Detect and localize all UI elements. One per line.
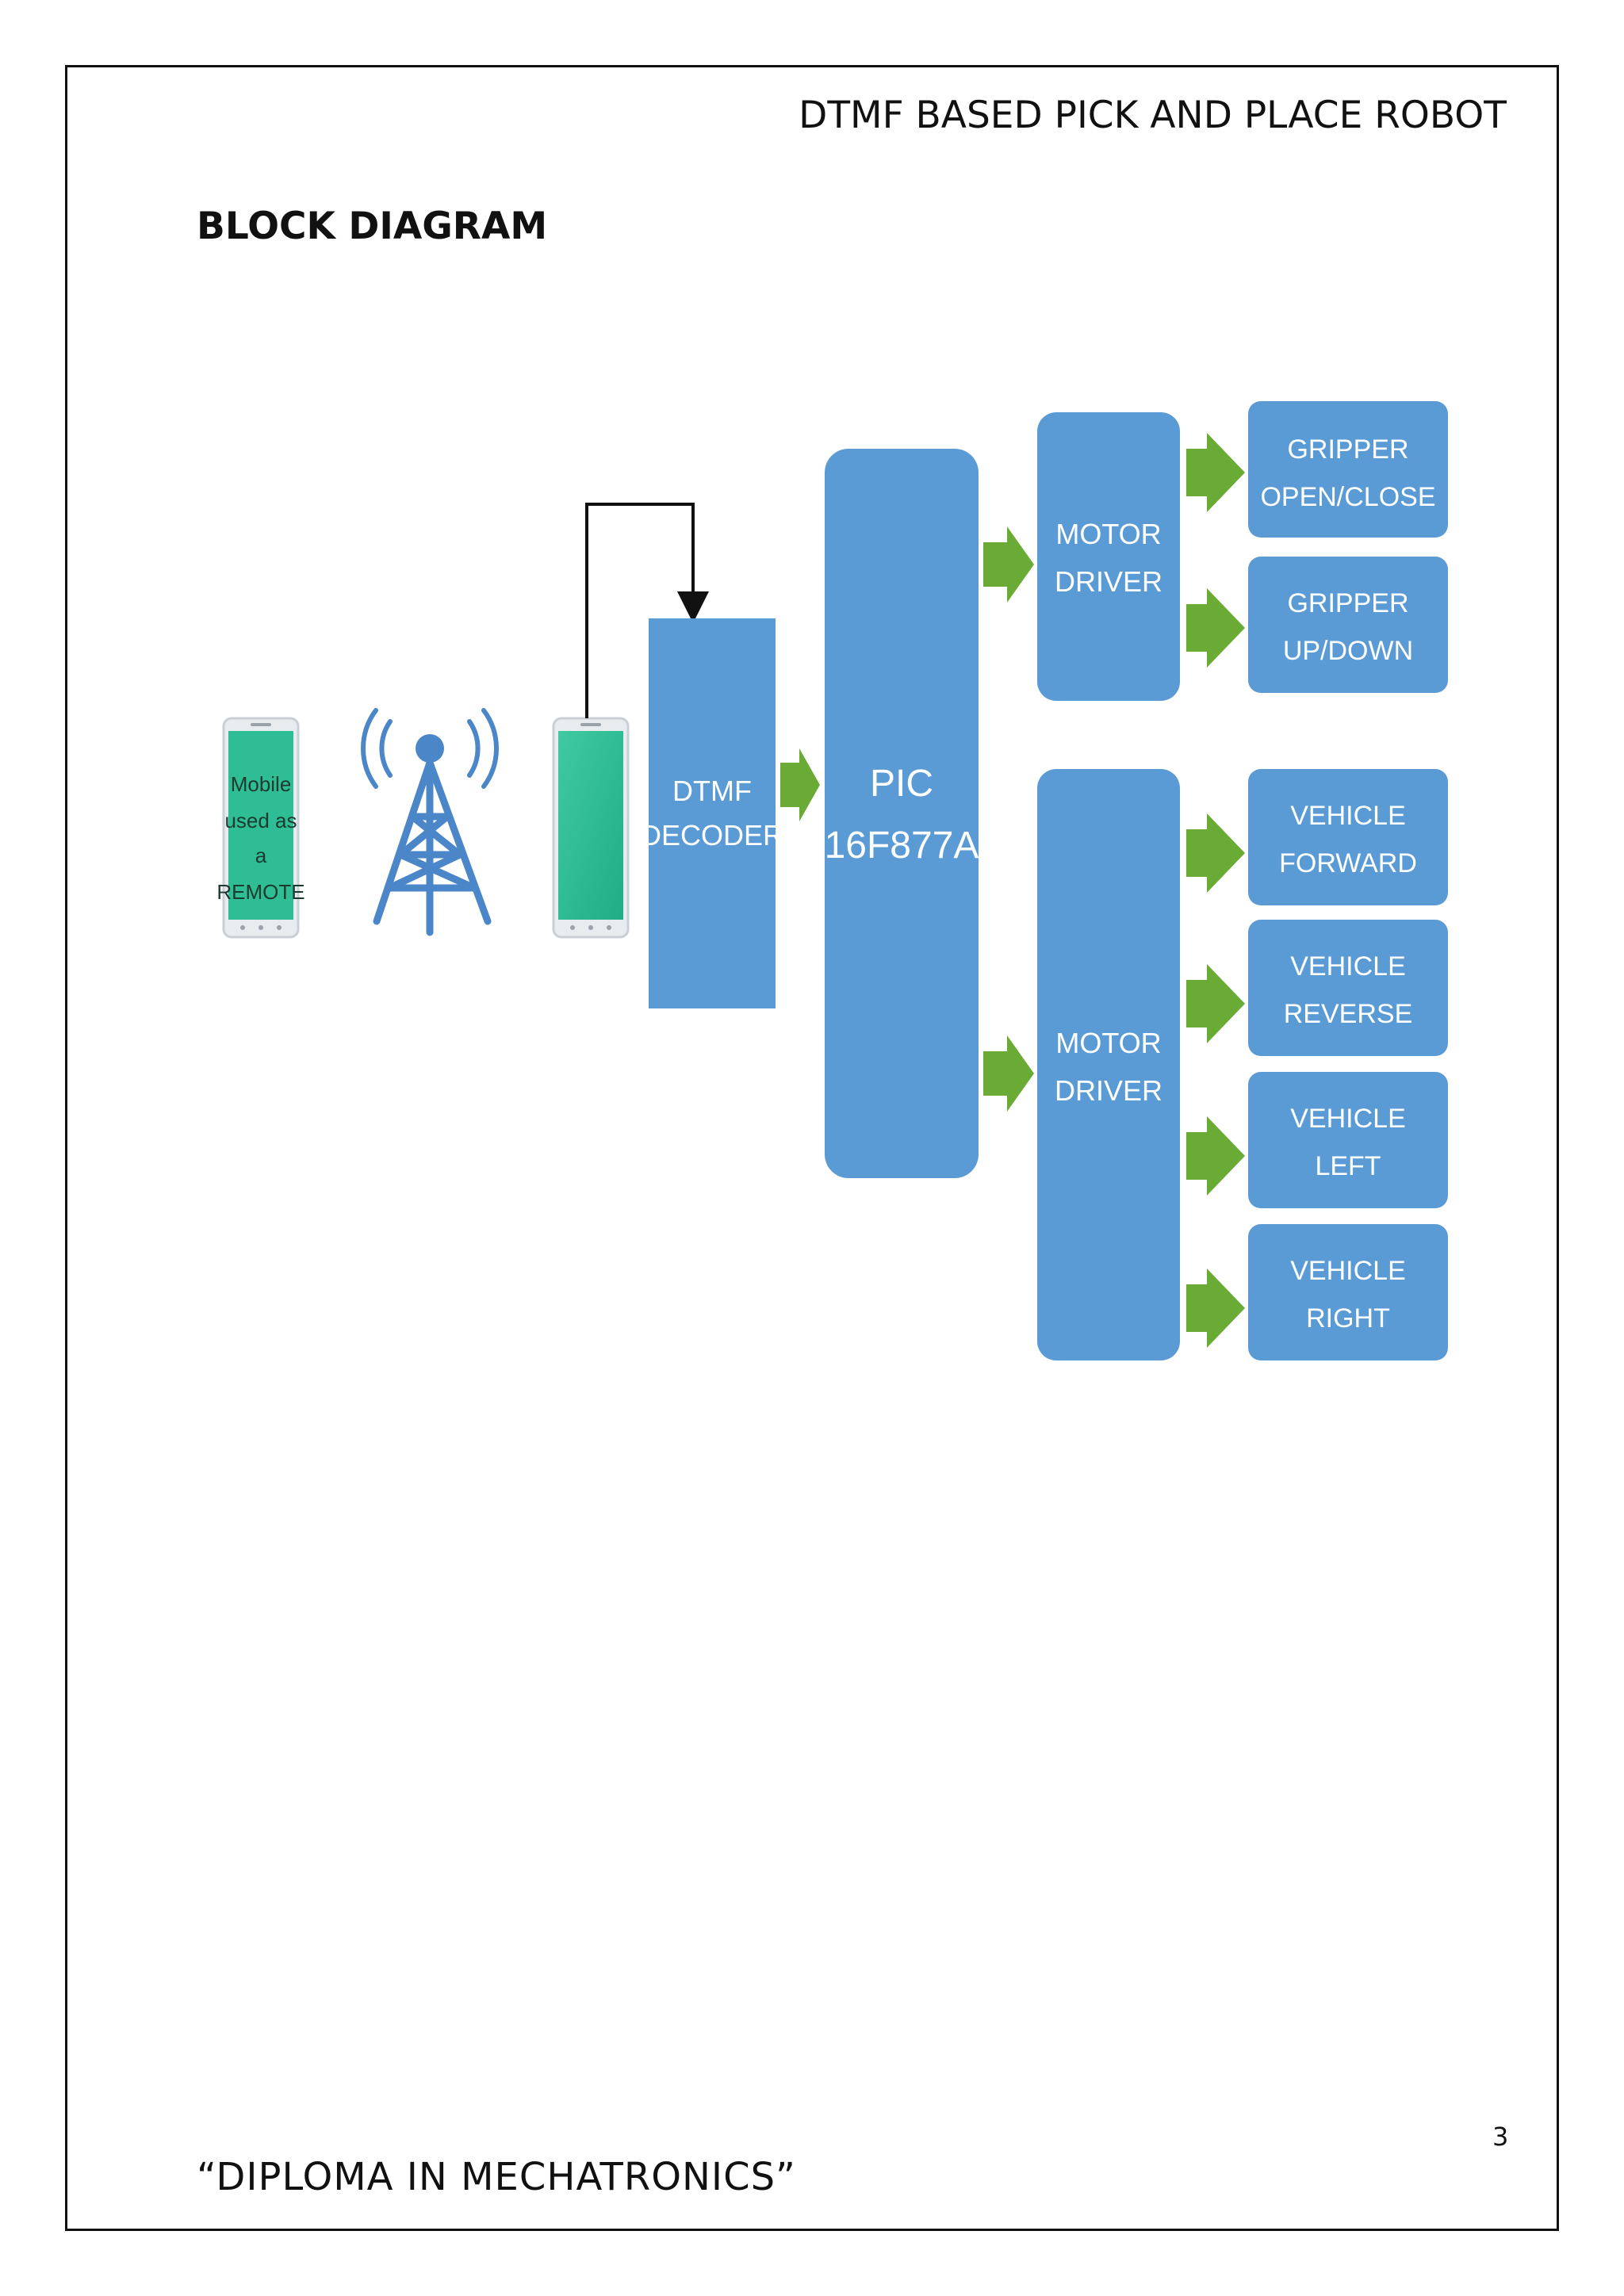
arrow-to-gripper-up — [1186, 588, 1245, 668]
output-label-line-2: REVERSE — [1284, 999, 1413, 1029]
arrow-to-vehicle-reverse — [1186, 964, 1245, 1043]
output-label-line-2: LEFT — [1315, 1151, 1381, 1181]
remote-label-line-4: REMOTE — [216, 880, 304, 904]
arrow-to-vehicle-left — [1186, 1116, 1245, 1196]
output-label-line-1: VEHICLE — [1290, 1104, 1406, 1134]
dtmf-decoder-line-1: DTMF — [672, 775, 752, 807]
arrow-to-vehicle-right — [1186, 1269, 1245, 1348]
output-gripper-open-close: GRIPPER OPEN/CLOSE — [1248, 401, 1448, 538]
pic-line-1: PIC — [870, 763, 933, 805]
pic-block: PIC 16F877A — [825, 449, 979, 1178]
motor-driver-2-block: MOTOR DRIVER — [1037, 769, 1180, 1360]
footer-text: “DIPLOMA IN MECHATRONICS” — [197, 2155, 796, 2199]
output-vehicle-left: VEHICLE LEFT — [1248, 1072, 1448, 1208]
output-vehicle-forward: VEHICLE FORWARD — [1248, 769, 1448, 905]
motor-driver-1-line-1: MOTOR — [1055, 518, 1161, 550]
page-number: 3 — [1492, 2122, 1509, 2152]
output-blocks: GRIPPER OPEN/CLOSE GRIPPER UP/DOWN VEHIC… — [1248, 401, 1448, 1360]
remote-label-line-3: a — [255, 844, 267, 867]
output-gripper-up-down: GRIPPER UP/DOWN — [1248, 557, 1448, 693]
output-label-line-1: VEHICLE — [1290, 801, 1406, 831]
cell-tower-icon — [361, 708, 499, 936]
output-label-line-2: RIGHT — [1306, 1303, 1390, 1334]
output-label-line-2: OPEN/CLOSE — [1260, 482, 1435, 512]
remote-phone-icon: Mobile used as a REMOTE — [216, 717, 305, 939]
pic-line-2: 16F877A — [825, 825, 979, 867]
output-label-line-1: VEHICLE — [1290, 1256, 1406, 1286]
dtmf-decoder-block: DTMF DECODER — [641, 618, 783, 1008]
page-border — [65, 65, 1559, 2231]
arrow-decoder-to-pic — [780, 748, 820, 821]
header-title: DTMF BASED PICK AND PLACE ROBOT — [799, 94, 1507, 137]
remote-label-line-1: Mobile — [231, 772, 292, 796]
motor-driver-1-line-2: DRIVER — [1055, 565, 1162, 598]
phone-to-decoder-connector — [585, 503, 709, 718]
output-label-line-1: VEHICLE — [1290, 951, 1406, 982]
motor-driver-2-line-2: DRIVER — [1055, 1074, 1162, 1107]
dtmf-decoder-line-2: DECODER — [641, 819, 783, 851]
arrow-pic-to-driver-2 — [983, 1035, 1034, 1112]
output-vehicle-reverse: VEHICLE REVERSE — [1248, 920, 1448, 1056]
output-label-line-2: FORWARD — [1279, 848, 1417, 878]
arrow-pic-to-driver-1 — [983, 526, 1034, 603]
flow-arrows — [780, 433, 1245, 1348]
motor-driver-2-line-1: MOTOR — [1055, 1027, 1161, 1059]
receiver-phone-icon — [552, 717, 630, 939]
output-label-line-1: GRIPPER — [1287, 434, 1408, 465]
arrow-to-vehicle-forward — [1186, 813, 1245, 893]
motor-driver-1-block: MOTOR DRIVER — [1037, 412, 1180, 701]
output-label-line-2: UP/DOWN — [1283, 636, 1413, 666]
output-label-line-1: GRIPPER — [1287, 588, 1408, 618]
remote-label-line-2: used as — [224, 809, 297, 832]
output-vehicle-right: VEHICLE RIGHT — [1248, 1224, 1448, 1360]
section-heading: BLOCK DIAGRAM — [197, 205, 548, 248]
arrow-to-gripper-open — [1186, 433, 1245, 512]
